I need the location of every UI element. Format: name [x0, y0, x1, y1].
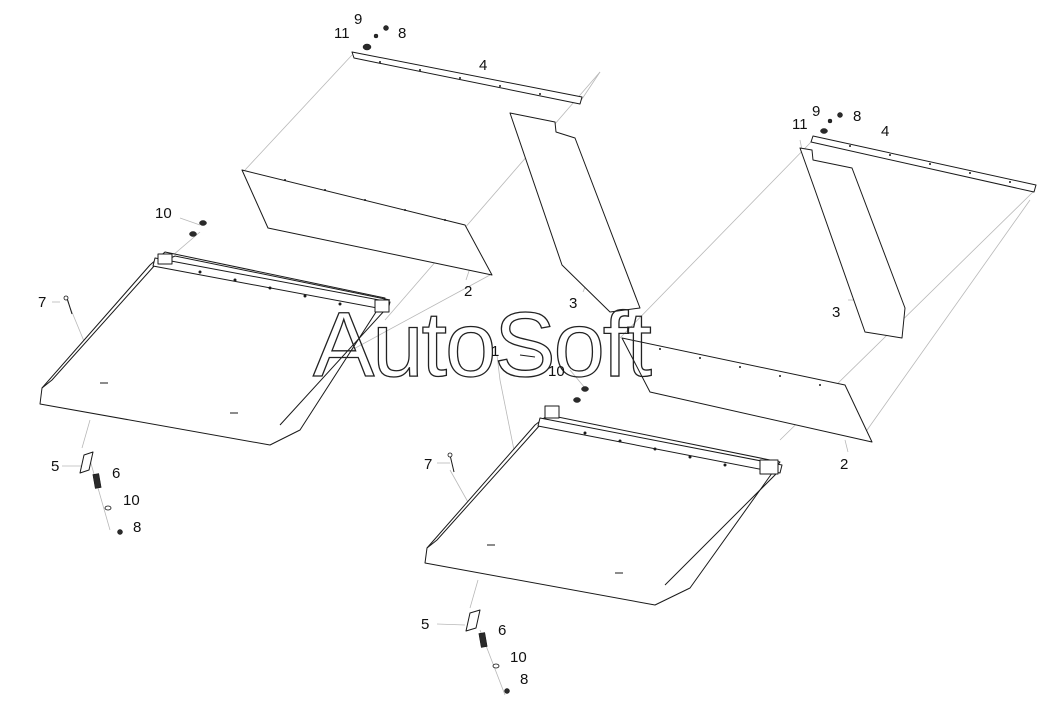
label-4-left: 4 — [479, 57, 487, 74]
fastener-stack-top-left — [362, 25, 389, 51]
label-3-center: 3 — [569, 295, 577, 312]
strip-part-4-right — [810, 135, 1037, 193]
label-8-top-left: 8 — [398, 25, 406, 42]
label-10-left-top: 10 — [155, 205, 172, 222]
label-9-top-left: 9 — [354, 11, 362, 28]
washer-part-10-center — [573, 386, 589, 403]
label-5-right: 5 — [421, 616, 429, 633]
strip-part-4-left — [351, 51, 583, 105]
label-3-right: 3 — [832, 304, 840, 321]
label-10-center: 10 — [548, 363, 565, 380]
label-8-right: 8 — [853, 108, 861, 125]
washer-part-10-right-low — [492, 663, 500, 669]
label-7-left: 7 — [38, 294, 46, 311]
spring-part-6-right — [478, 632, 488, 648]
bolt-part-7-right — [449, 454, 455, 473]
washer-part-10-left-low — [104, 505, 112, 511]
part-labels: 9 8 11 4 10 2 3 7 1 10 5 6 10 8 9 8 11 4… — [38, 11, 889, 688]
tray-part-1-right — [424, 354, 783, 606]
label-5-left: 5 — [51, 458, 59, 475]
nut-part-8-right-low — [504, 688, 510, 694]
bracket-part-5-right — [465, 609, 481, 632]
nut-part-8 — [383, 25, 389, 31]
spring-part-6-left — [92, 473, 102, 489]
label-2-right: 2 — [840, 456, 848, 473]
label-11-top-left: 11 — [334, 25, 350, 42]
label-8-left-low: 8 — [133, 519, 141, 536]
washer-part-9 — [373, 33, 379, 39]
panel-part-2-left — [241, 169, 493, 276]
washer-part-10-left-top — [189, 220, 207, 237]
label-6-left: 6 — [112, 465, 120, 482]
label-6-right: 6 — [498, 622, 506, 639]
label-2-left: 2 — [464, 283, 472, 300]
watermark-text: AutoSoft — [313, 294, 651, 396]
panel-part-2-right — [621, 337, 873, 443]
hardware-left-lower — [63, 295, 123, 535]
nut-part-8-left-low — [117, 529, 123, 535]
label-1: 1 — [491, 343, 499, 360]
bolt-part-7-left — [66, 297, 73, 315]
label-4-right: 4 — [881, 123, 889, 140]
label-10-right-low: 10 — [510, 649, 527, 666]
label-7-right: 7 — [424, 456, 432, 473]
label-8-right-low: 8 — [520, 671, 528, 688]
fastener-stack-top-right — [820, 112, 843, 134]
bracket-part-5-left — [79, 451, 94, 474]
washer-part-11 — [362, 43, 372, 51]
panel-part-3-center — [509, 112, 641, 313]
tray-part-1-left — [39, 251, 391, 446]
panel-part-3-right — [799, 147, 906, 339]
label-10-left-low: 10 — [123, 492, 140, 509]
label-9-right: 9 — [812, 103, 820, 120]
hardware-right-lower — [447, 452, 510, 694]
label-11-right: 11 — [792, 116, 808, 133]
